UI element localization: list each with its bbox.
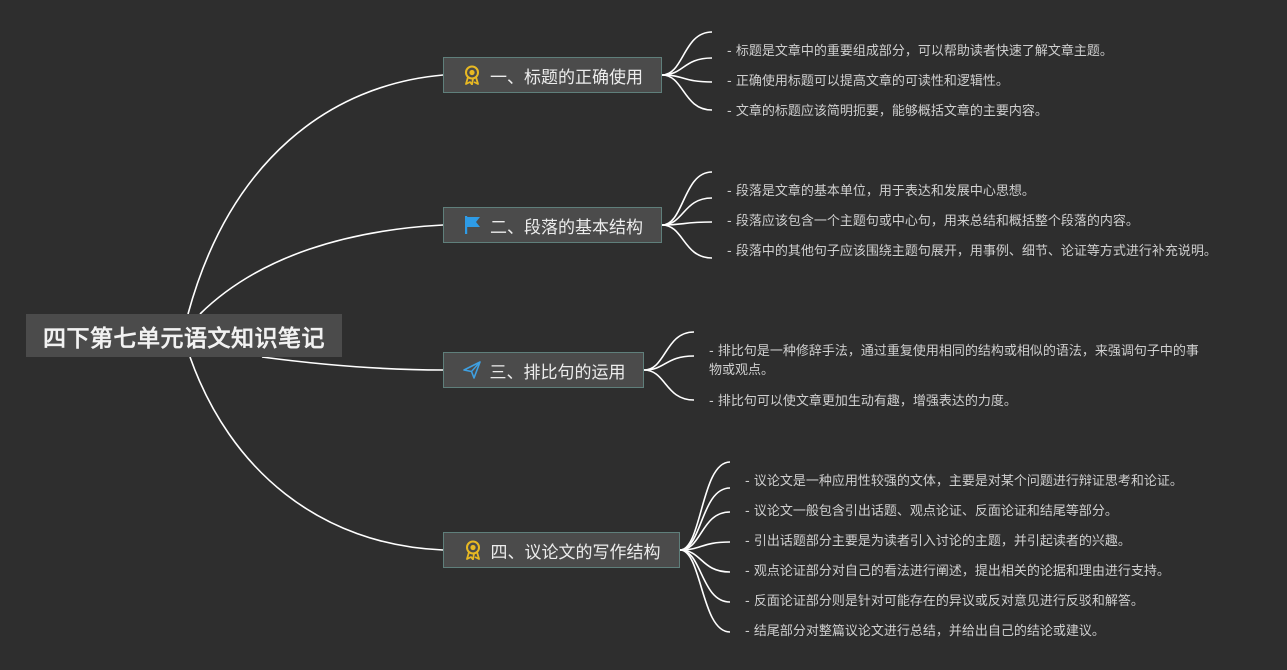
root-title: 四下第七单元语文知识笔记 (43, 325, 325, 352)
branch-node-argumentative-essay[interactable]: 四、议论文的写作结构 (443, 532, 680, 568)
leaf-note: - 文章的标题应该简明扼要，能够概括文章的主要内容。 (727, 104, 1048, 119)
branch-label: 四、议论文的写作结构 (490, 542, 661, 563)
leaf-note: - 议论文一般包含引出话题、观点论证、反面论证和结尾等部分。 (745, 504, 1118, 519)
root-connector-4 (189, 356, 444, 551)
paper-plane-icon (462, 360, 482, 380)
branch-node-title-usage[interactable]: 一、标题的正确使用 (443, 57, 662, 93)
root-connector-3 (261, 356, 444, 371)
leaf-note: - 段落中的其他句子应该围绕主题句展开，用事例、细节、论证等方式进行补充说明。 (727, 244, 1217, 259)
leaf-note: - 反面论证部分则是针对可能存在的异议或反对意见进行反驳和解答。 (745, 594, 1144, 609)
leaf-note: - 结尾部分对整篇议论文进行总结，并给出自己的结论或建议。 (745, 624, 1105, 639)
award-ribbon-icon (462, 65, 482, 85)
branch-label: 一、标题的正确使用 (490, 67, 643, 88)
leaf-connector-4-3 (679, 511, 731, 551)
award-ribbon-icon (463, 540, 483, 560)
leaf-connector-3-3 (643, 369, 695, 401)
root-connector-2 (199, 224, 444, 315)
leaf-connector-4-7 (679, 549, 731, 633)
leaf-note: - 标题是文章中的重要组成部分，可以帮助读者快速了解文章主题。 (727, 44, 1113, 59)
leaf-note: - 观点论证部分对自己的看法进行阐述，提出相关的论据和理由进行支持。 (745, 564, 1170, 579)
leaf-connector-2-1 (661, 171, 713, 226)
leaf-connector-1-4 (661, 74, 713, 111)
leaf-note: - 议论文是一种应用性较强的文体，主要是对某个问题进行辩证思考和论证。 (745, 474, 1183, 489)
leaf-note: - 段落应该包含一个主题句或中心句，用来总结和概括整个段落的内容。 (727, 214, 1139, 229)
leaf-note: - 引出话题部分主要是为读者引入讨论的主题，并引起读者的兴趣。 (745, 534, 1131, 549)
leaf-connector-4-1 (679, 461, 731, 551)
leaf-note: - 正确使用标题可以提高文章的可读性和逻辑性。 (727, 74, 1009, 89)
leaf-connector-3-1 (643, 331, 695, 371)
leaf-note: - 段落是文章的基本单位，用于表达和发展中心思想。 (727, 184, 1035, 199)
leaf-connector-2-2 (661, 197, 713, 226)
leaf-connector-2-4 (661, 224, 713, 259)
leaf-note: - 排比句可以使文章更加生动有趣，增强表达的力度。 (709, 394, 1017, 409)
flag-icon (462, 215, 482, 235)
leaf-note: - 排比句是一种修辞手法，通过重复使用相同的结构或相似的语法，来强调句子中的事物… (709, 344, 1199, 378)
root-node[interactable]: 四下第七单元语文知识笔记 (26, 314, 342, 357)
leaf-connector-3-2 (643, 355, 695, 371)
root-connector-1 (187, 74, 444, 315)
branch-node-paragraph-structure[interactable]: 二、段落的基本结构 (443, 207, 662, 243)
branch-node-parallelism[interactable]: 三、排比句的运用 (443, 352, 644, 388)
leaf-connector-1-1 (661, 31, 713, 76)
branch-label: 三、排比句的运用 (489, 362, 626, 383)
leaf-connector-4-6 (679, 549, 731, 603)
branch-label: 二、段落的基本结构 (490, 217, 643, 238)
leaf-connector-4-2 (679, 487, 731, 551)
